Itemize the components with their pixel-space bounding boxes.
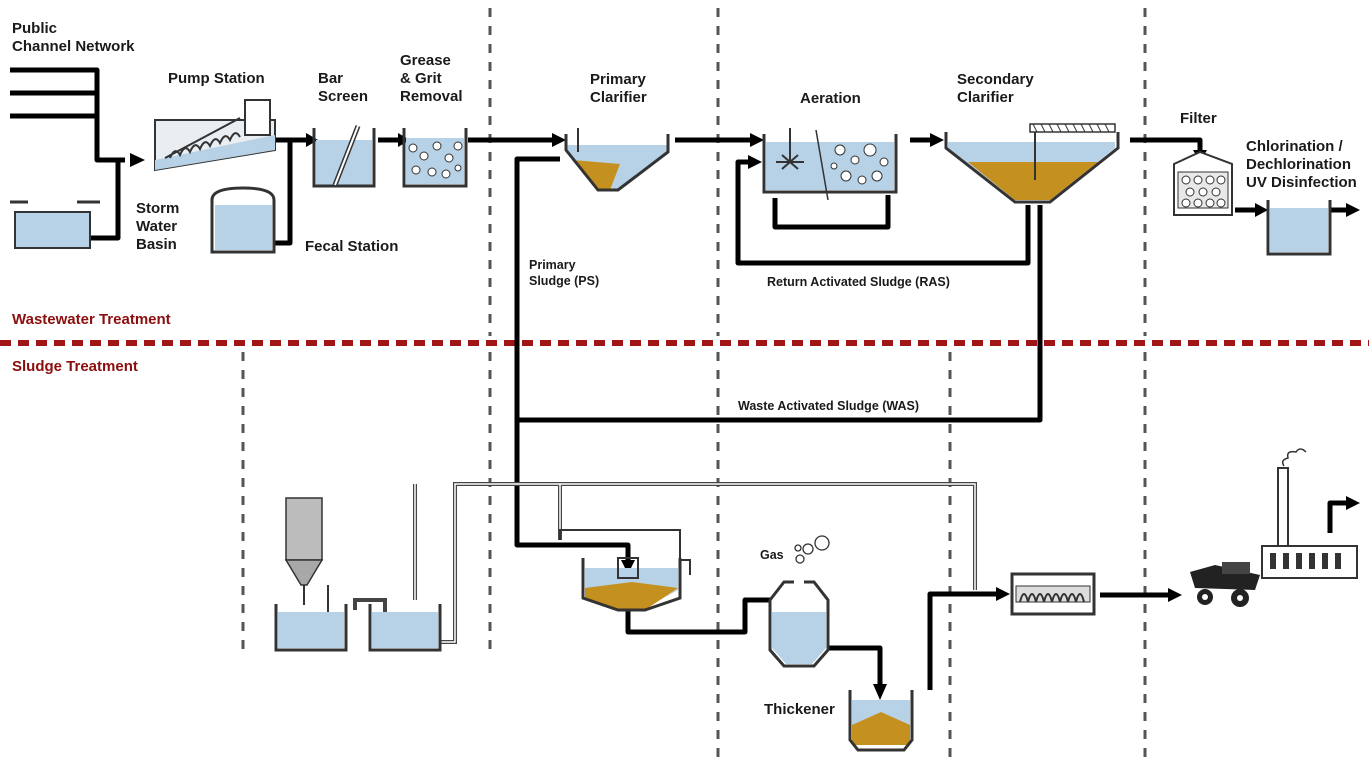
thickener-tank xyxy=(848,690,914,752)
chlorination-label: Chlorination / Dechlorination UV Disinfe… xyxy=(1246,138,1357,191)
fecal-station-label: Fecal Station xyxy=(305,238,399,255)
primary-clarifier-label: Primary Clarifier xyxy=(590,71,647,106)
aeration-label: Aeration xyxy=(800,90,861,107)
bar-screen xyxy=(312,125,376,188)
grease-grit-removal-label: Grease & Grit Removal xyxy=(400,52,463,105)
bar-screen-label: Bar Screen xyxy=(318,70,369,105)
arrow-primary xyxy=(552,133,566,147)
arrow-uv xyxy=(1255,203,1268,217)
factory-icon xyxy=(1261,448,1358,579)
storm-water-basin xyxy=(10,200,100,249)
aeration-recycle-pipe xyxy=(772,195,891,230)
arrow-screen xyxy=(306,133,318,147)
factory-stack-pipe xyxy=(1327,500,1350,533)
haul-truck-icon xyxy=(1190,562,1260,607)
arrow-truck xyxy=(1168,588,1182,602)
filter-unit xyxy=(1173,150,1233,216)
fecal-pipe xyxy=(275,140,293,246)
mixing-tank xyxy=(274,604,348,652)
pump-station xyxy=(154,99,276,172)
wastewater-treatment-heading: Wastewater Treatment xyxy=(12,311,171,328)
arrow-pump xyxy=(130,153,145,167)
storage-tank xyxy=(368,604,442,652)
screw-press xyxy=(1010,572,1096,616)
secondary-clarifier-label: Secondary Clarifier xyxy=(957,71,1034,106)
sludge-treatment-heading: Sludge Treatment xyxy=(12,358,138,375)
aeration-tank xyxy=(762,128,898,201)
arrow-thickener xyxy=(873,684,887,700)
pump-station-label: Pump Station xyxy=(168,70,265,87)
public-channel-network-label: Public Channel Network xyxy=(12,20,135,55)
arrow-outlet xyxy=(1346,203,1360,217)
stage-dividers xyxy=(241,8,1147,760)
primary-sludge-label: Primary Sludge (PS) xyxy=(529,258,600,288)
was-label: Waste Activated Sludge (WAS) xyxy=(738,399,920,413)
secondary-to-filter-pipe xyxy=(1130,137,1203,152)
was-pipe xyxy=(517,205,1043,423)
storm-basin-pipe xyxy=(90,160,121,241)
arrow-ras xyxy=(748,155,762,169)
uv-tank xyxy=(1266,200,1332,256)
grease-grit-tank xyxy=(402,128,468,188)
main-pipes xyxy=(10,67,1350,690)
gas-label: Gas xyxy=(760,548,784,562)
arrow-secondary xyxy=(930,133,944,147)
arrow-aeration xyxy=(750,133,764,147)
digester-to-gas-pipe xyxy=(625,597,788,635)
storm-water-basin-label: Storm Water Basin xyxy=(136,200,180,253)
thickener-label: Thickener xyxy=(764,701,835,718)
primary-clarifier xyxy=(564,128,670,192)
thickener-to-press-pipe xyxy=(927,591,1000,690)
fecal-station xyxy=(210,186,276,254)
sludge-digester xyxy=(559,529,691,612)
gas-to-thickener-pipe xyxy=(828,645,883,690)
arrow-press xyxy=(996,587,1010,601)
secondary-clarifier xyxy=(944,123,1120,204)
arrow-stack xyxy=(1346,496,1360,510)
arrow-digester xyxy=(621,560,635,574)
thin-pipes xyxy=(353,482,977,644)
ras-pipe xyxy=(735,159,1031,266)
gas-digester xyxy=(768,535,830,668)
chemical-hopper xyxy=(284,497,329,628)
filter-label: Filter xyxy=(1180,110,1217,127)
ras-label: Return Activated Sludge (RAS) xyxy=(767,275,950,289)
primary-sludge-pipe xyxy=(514,156,631,565)
